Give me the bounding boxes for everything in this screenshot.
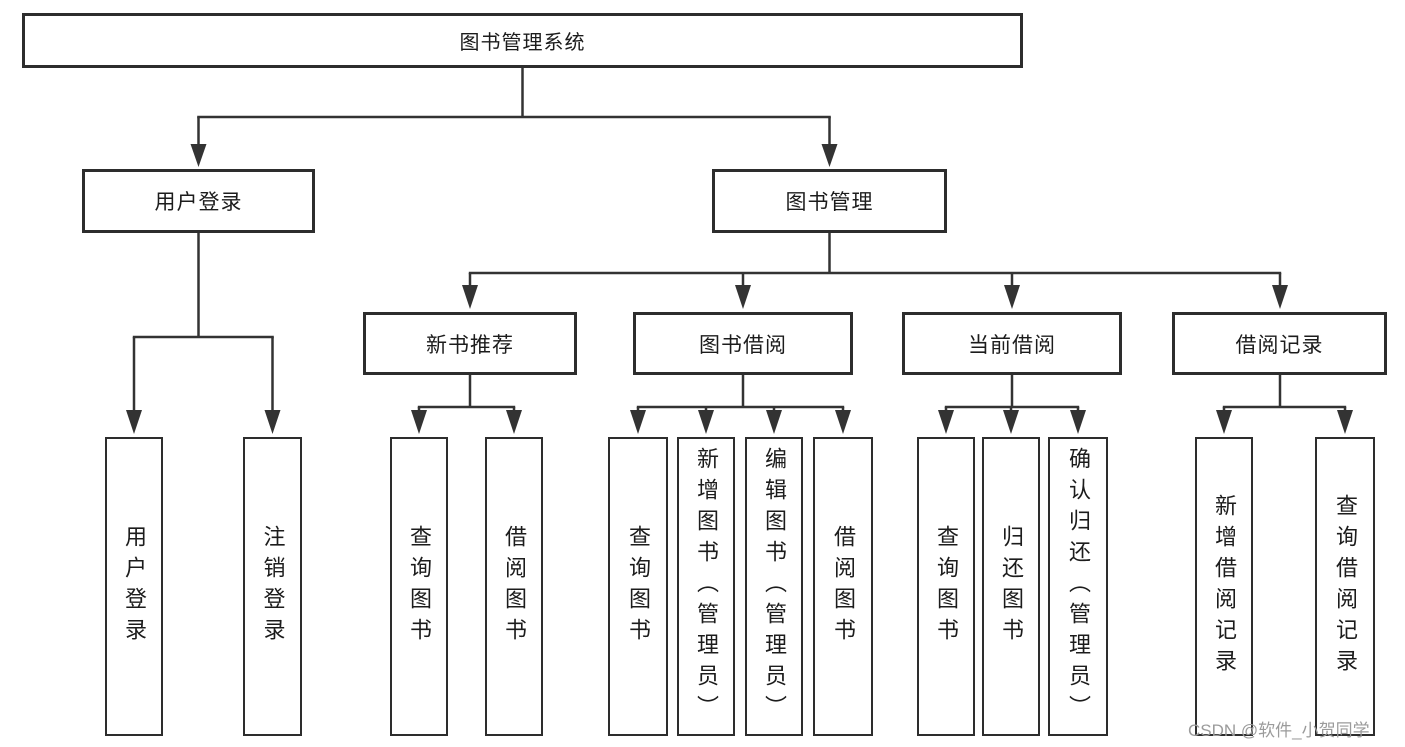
leaf-records-add-borrow-record: 新增借阅记录: [1195, 437, 1253, 736]
node-label: 编辑图书（管理员）: [762, 447, 787, 726]
node-label: 图书借阅: [699, 333, 787, 357]
leaf-user-login: 用户登录: [105, 437, 163, 736]
node-current-borrow: 当前借阅: [902, 312, 1122, 375]
connector-borrow-records-branch: [1216, 375, 1353, 434]
node-label: 借阅图书: [831, 524, 856, 649]
node-book-borrow: 图书借阅: [633, 312, 853, 375]
connector-root-branch: [190, 68, 838, 167]
node-label: 用户登录: [122, 524, 147, 649]
node-label: 图书管理: [785, 191, 874, 214]
node-label: 新书推荐: [426, 333, 514, 357]
node-label: 查询借阅记录: [1333, 493, 1358, 680]
leaf-records-query-borrow-record: 查询借阅记录: [1315, 437, 1375, 736]
connector-current-borrow-branch: [938, 375, 1086, 434]
leaf-borrow-borrow-books: 借阅图书: [813, 437, 873, 736]
leaf-current-query-books: 查询图书: [917, 437, 975, 736]
node-label: 借阅图书: [502, 524, 527, 649]
node-library-management-system: 图书管理系统: [22, 13, 1023, 68]
connector-new-book-recommend-branch: [411, 375, 522, 434]
leaf-borrow-query-books: 查询图书: [608, 437, 668, 736]
leaf-borrow-edit-books-admin: 编辑图书（管理员）: [745, 437, 803, 736]
node-book-management: 图书管理: [712, 169, 947, 233]
node-label: 当前借阅: [968, 333, 1056, 357]
node-label: 确认归还（管理员）: [1066, 447, 1091, 726]
node-label: 查询图书: [407, 524, 432, 649]
node-label: 借阅记录: [1235, 333, 1324, 357]
node-new-book-recommend: 新书推荐: [363, 312, 577, 375]
node-label: 图书管理系统: [459, 32, 586, 54]
connector-book-borrow-branch: [630, 375, 851, 434]
connector-book-management-branch: [462, 233, 1288, 309]
node-user-login: 用户登录: [82, 169, 315, 233]
leaf-current-confirm-return-admin: 确认归还（管理员）: [1048, 437, 1108, 736]
leaf-recommend-borrow-books: 借阅图书: [485, 437, 543, 736]
node-borrow-records: 借阅记录: [1172, 312, 1387, 375]
leaf-borrow-add-books-admin: 新增图书（管理员）: [677, 437, 735, 736]
node-label: 查询图书: [626, 524, 651, 649]
node-label: 新增借阅记录: [1212, 493, 1237, 680]
node-label: 注销登录: [260, 524, 286, 649]
node-label: 新增图书（管理员）: [694, 447, 719, 726]
node-label: 查询图书: [934, 524, 959, 649]
connector-user-login-branch: [126, 233, 281, 434]
node-label: 归还图书: [999, 524, 1024, 649]
leaf-logout: 注销登录: [243, 437, 302, 736]
leaf-recommend-query-books: 查询图书: [390, 437, 448, 736]
csdn-watermark: CSDN @软件_小贺同学: [1188, 721, 1370, 740]
leaf-current-return-books: 归还图书: [982, 437, 1040, 736]
node-label: 用户登录: [154, 191, 243, 214]
